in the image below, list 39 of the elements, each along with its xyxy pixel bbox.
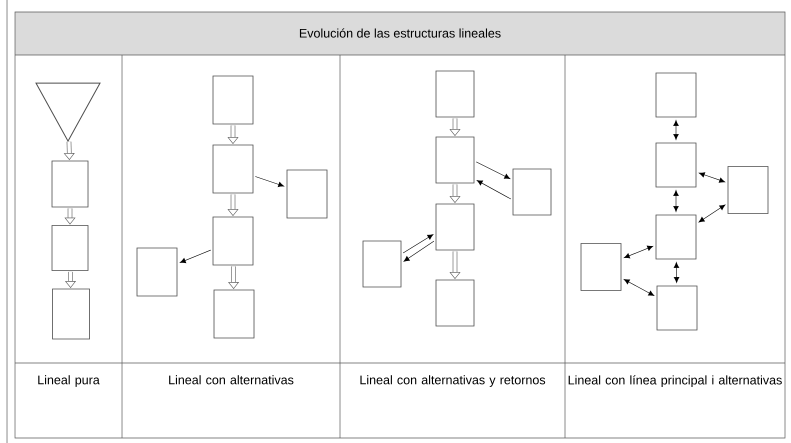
process-box xyxy=(52,225,88,271)
process-box xyxy=(656,286,698,330)
process-box xyxy=(512,168,552,216)
panel-caption: Lineal con línea principal i alternativas xyxy=(568,375,782,387)
process-box xyxy=(656,142,696,188)
arrow xyxy=(476,180,512,200)
table-title: Evolución de las estructuras lineales xyxy=(300,28,501,38)
arrow xyxy=(404,240,434,262)
process-box xyxy=(52,288,90,340)
process-box xyxy=(52,160,88,208)
process-box xyxy=(656,214,696,260)
process-box xyxy=(436,280,474,326)
process-box xyxy=(436,136,474,184)
arrow xyxy=(674,262,680,283)
arrow xyxy=(476,162,510,179)
arrow xyxy=(402,234,434,254)
process-box xyxy=(214,290,254,338)
process-box xyxy=(212,216,254,266)
process-box xyxy=(362,240,402,288)
process-box xyxy=(656,72,696,118)
arrow xyxy=(624,246,654,258)
arrow xyxy=(255,176,284,188)
arrow xyxy=(698,172,726,183)
panel-caption: Lineal pura xyxy=(38,375,100,387)
arrow xyxy=(673,120,679,140)
process-box xyxy=(436,70,474,118)
process-box xyxy=(212,144,254,194)
process-box xyxy=(728,166,768,214)
panel-caption: Lineal con alternativas xyxy=(169,375,294,384)
process-box xyxy=(436,204,474,250)
arrow xyxy=(624,279,654,296)
arrow xyxy=(673,190,679,212)
arrow xyxy=(698,204,726,222)
process-box xyxy=(212,76,254,124)
panel-caption: Lineal con alternativas y retornos xyxy=(360,375,546,387)
process-box xyxy=(286,170,328,218)
process-box xyxy=(580,243,622,291)
arrow xyxy=(180,250,212,264)
process-box xyxy=(136,248,178,296)
